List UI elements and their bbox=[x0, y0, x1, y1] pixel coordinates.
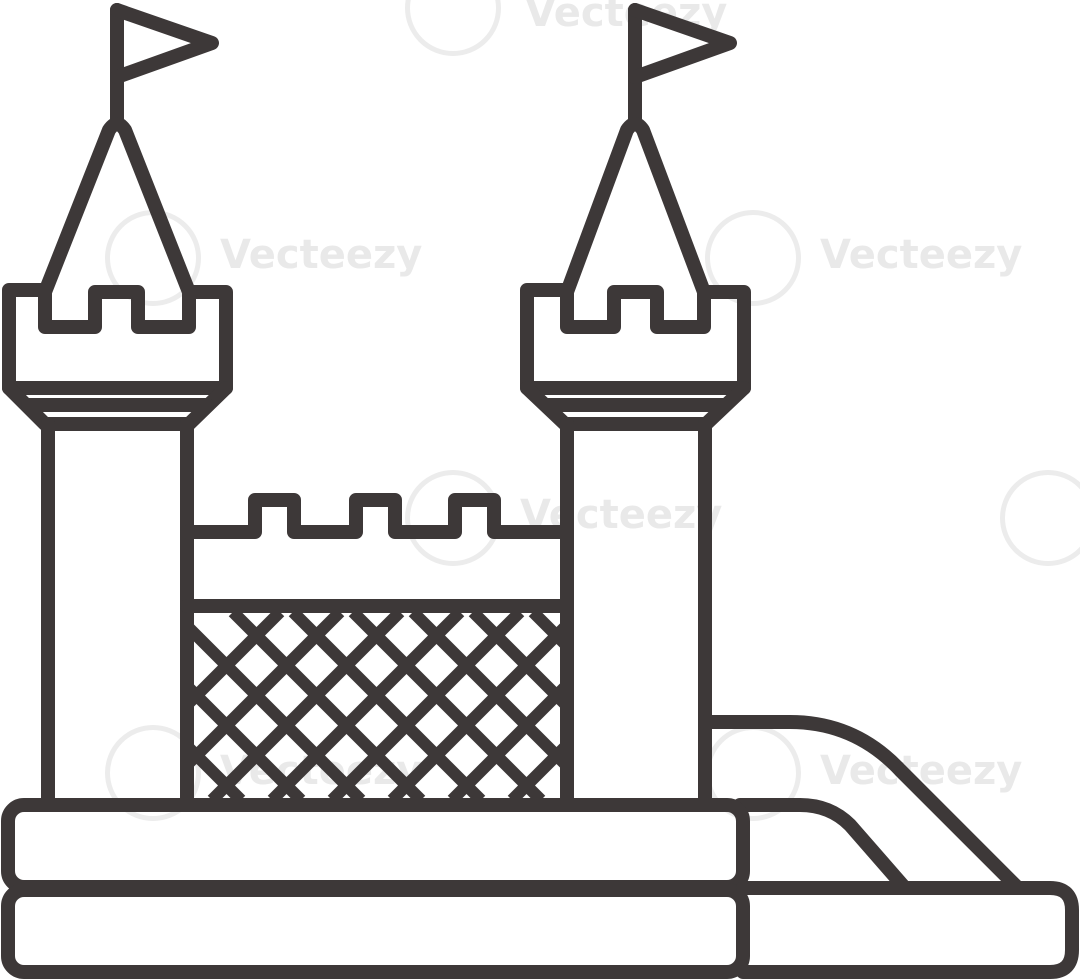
left-tower-roof bbox=[38, 117, 196, 299]
slide-inner bbox=[733, 798, 912, 895]
right-tower-body bbox=[560, 417, 712, 812]
base-cushion-bottom bbox=[1, 883, 750, 979]
base-cushion-top bbox=[1, 798, 750, 894]
left-tower-body bbox=[41, 417, 194, 812]
slide-landing-pad bbox=[736, 881, 1079, 979]
right-tower-roof bbox=[560, 117, 711, 299]
net-lattice bbox=[193, 612, 560, 800]
right-flag-icon bbox=[628, 3, 737, 127]
left-tower-battlement bbox=[2, 283, 233, 395]
center-wall-battlement bbox=[180, 493, 572, 539]
left-flag-icon bbox=[110, 3, 219, 127]
slide-outer bbox=[698, 715, 1025, 895]
right-tower-battlement bbox=[520, 283, 751, 395]
